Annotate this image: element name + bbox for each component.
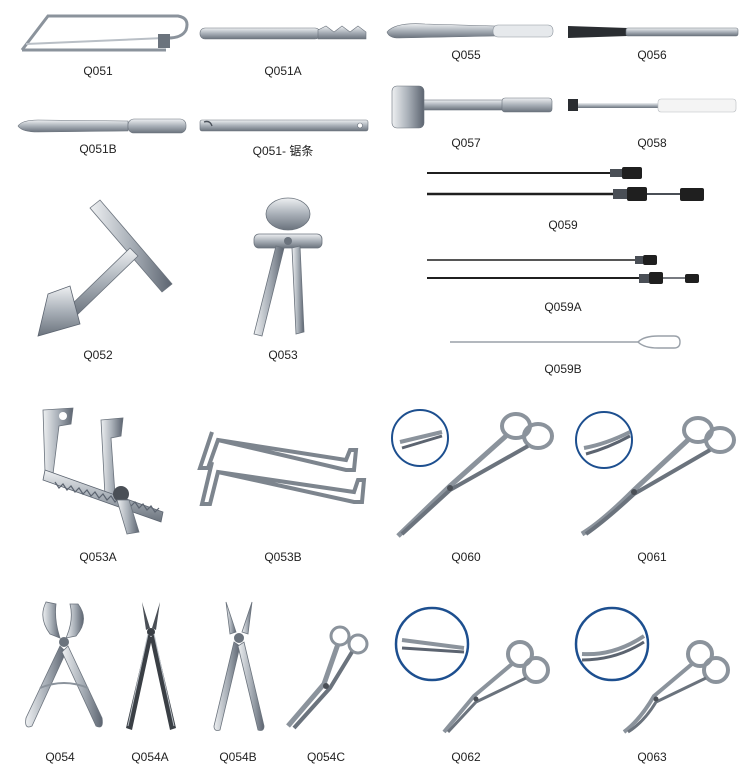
gouge-icon (568, 96, 740, 114)
product-code: Q053B (264, 550, 302, 564)
product-code: Q051 (83, 64, 113, 78)
chisel-icon (568, 24, 740, 40)
serrated-blade-icon (199, 25, 370, 42)
bone-cutter-icon (16, 598, 108, 736)
product-code: Q054A (131, 750, 169, 764)
scissors-icon (572, 410, 742, 540)
wire-passer-icon (425, 252, 705, 286)
product-code: Q057 (451, 136, 481, 150)
product-code: Q054B (219, 750, 257, 764)
product-code: Q056 (637, 48, 667, 62)
product-code: Q054 (45, 750, 75, 764)
product-code: Q051B (79, 142, 117, 156)
bone-cutter-icon (208, 598, 270, 736)
product-code: Q051A (264, 64, 302, 78)
probe-icon (448, 334, 683, 350)
wire-passer-icon (425, 164, 710, 208)
scissors-icon (574, 604, 734, 736)
nipper-icon (120, 598, 182, 736)
hook-retractor-icon (196, 428, 371, 524)
product-code: Q059 (548, 218, 578, 232)
hacksaw-icon (18, 12, 190, 54)
scissors-icon (394, 604, 554, 736)
retractor-icon (35, 404, 170, 538)
product-code: Q059B (544, 362, 582, 376)
scissors-icon (388, 406, 558, 542)
product-code: Q053A (79, 550, 117, 564)
product-code: Q058 (637, 136, 667, 150)
product-code: Q055 (451, 48, 481, 62)
product-code: Q052 (83, 348, 113, 362)
product-code: Q060 (451, 550, 481, 564)
bandage-scissors-icon (284, 624, 369, 732)
product-code: Q062 (451, 750, 481, 764)
mallet-icon (390, 84, 555, 130)
product-code: Q059A (544, 300, 582, 314)
product-code: Q054C (306, 750, 346, 764)
product-code: Q061 (637, 550, 667, 564)
product-code: Q051- 锯条 (252, 144, 314, 158)
t-handle-icon (30, 198, 180, 343)
product-code: Q053 (268, 348, 298, 362)
osteotome-icon (17, 116, 190, 136)
knife-icon (385, 20, 560, 42)
saw-blade-icon (199, 118, 370, 134)
pliers-icon (238, 196, 338, 341)
product-code: Q063 (637, 750, 667, 764)
